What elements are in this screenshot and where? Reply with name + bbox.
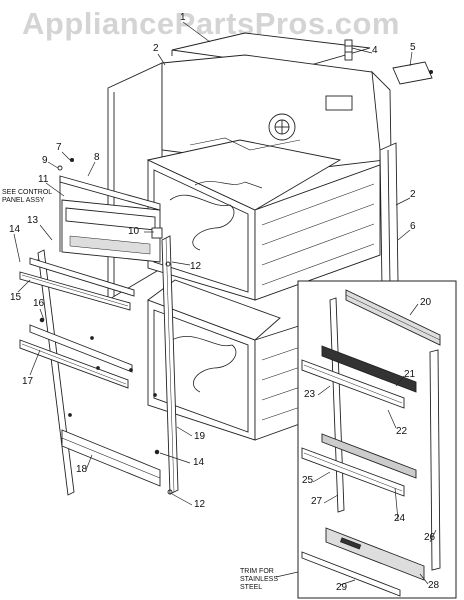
callout-8: 8	[94, 152, 100, 163]
see-control-panel-note: SEE CONTROL PANEL ASSY	[2, 189, 53, 205]
trim-piece-15b	[19, 271, 131, 311]
upper-heating-element	[169, 194, 235, 251]
callout-15: 15	[10, 292, 22, 303]
callout-14-lower: 14	[193, 457, 205, 468]
inset-trim-24	[321, 433, 417, 479]
callout-6: 6	[410, 221, 416, 232]
callout-14: 14	[9, 224, 21, 235]
callout-13: 13	[27, 215, 39, 226]
callout-9: 9	[42, 155, 48, 166]
callout-25: 25	[302, 475, 314, 486]
bracket-part	[344, 39, 353, 61]
upper-cavity-side	[254, 164, 381, 301]
callout-10: 10	[128, 226, 140, 237]
upper-cavity-top	[146, 139, 342, 211]
callout-11: 11	[38, 174, 49, 185]
leader-lines	[13, 21, 437, 586]
callout-4: 4	[372, 45, 378, 56]
stainless-trim-note: TRIM FOR STAINLESS STEEL	[240, 568, 278, 592]
callout-18: 18	[76, 464, 88, 475]
trim-piece-17a	[29, 324, 133, 373]
callout-27: 27	[311, 496, 323, 507]
back-panel-block	[325, 95, 353, 111]
inset-trim-21	[321, 345, 417, 393]
callout-12-lower: 12	[194, 499, 206, 510]
callout-24: 24	[394, 513, 406, 524]
inset-trim-29	[301, 551, 401, 597]
callout-5: 5	[410, 42, 416, 53]
small-plate	[392, 61, 433, 85]
callout-2: 2	[153, 43, 159, 54]
callout-29: 29	[336, 582, 348, 593]
callout-1: 1	[180, 12, 186, 23]
callout-19: 19	[194, 431, 206, 442]
callout-22: 22	[396, 426, 408, 437]
trim-piece-15a	[29, 257, 135, 297]
callout-20: 20	[420, 297, 432, 308]
callout-26: 26	[424, 532, 436, 543]
callout-21: 21	[404, 369, 416, 380]
callout-23: 23	[304, 389, 316, 400]
watermark-logo: AppliancePartsPros.com	[22, 6, 400, 41]
side-ribs	[261, 183, 375, 286]
callout-2-right: 2	[410, 189, 416, 200]
lower-heating-element	[171, 335, 237, 393]
callout-12-upper: 12	[190, 261, 202, 272]
callout-16: 16	[33, 298, 45, 309]
callout-28: 28	[428, 580, 440, 591]
callout-7: 7	[56, 142, 62, 153]
inset-vertical-26	[429, 349, 441, 571]
callout-17: 17	[22, 376, 34, 387]
